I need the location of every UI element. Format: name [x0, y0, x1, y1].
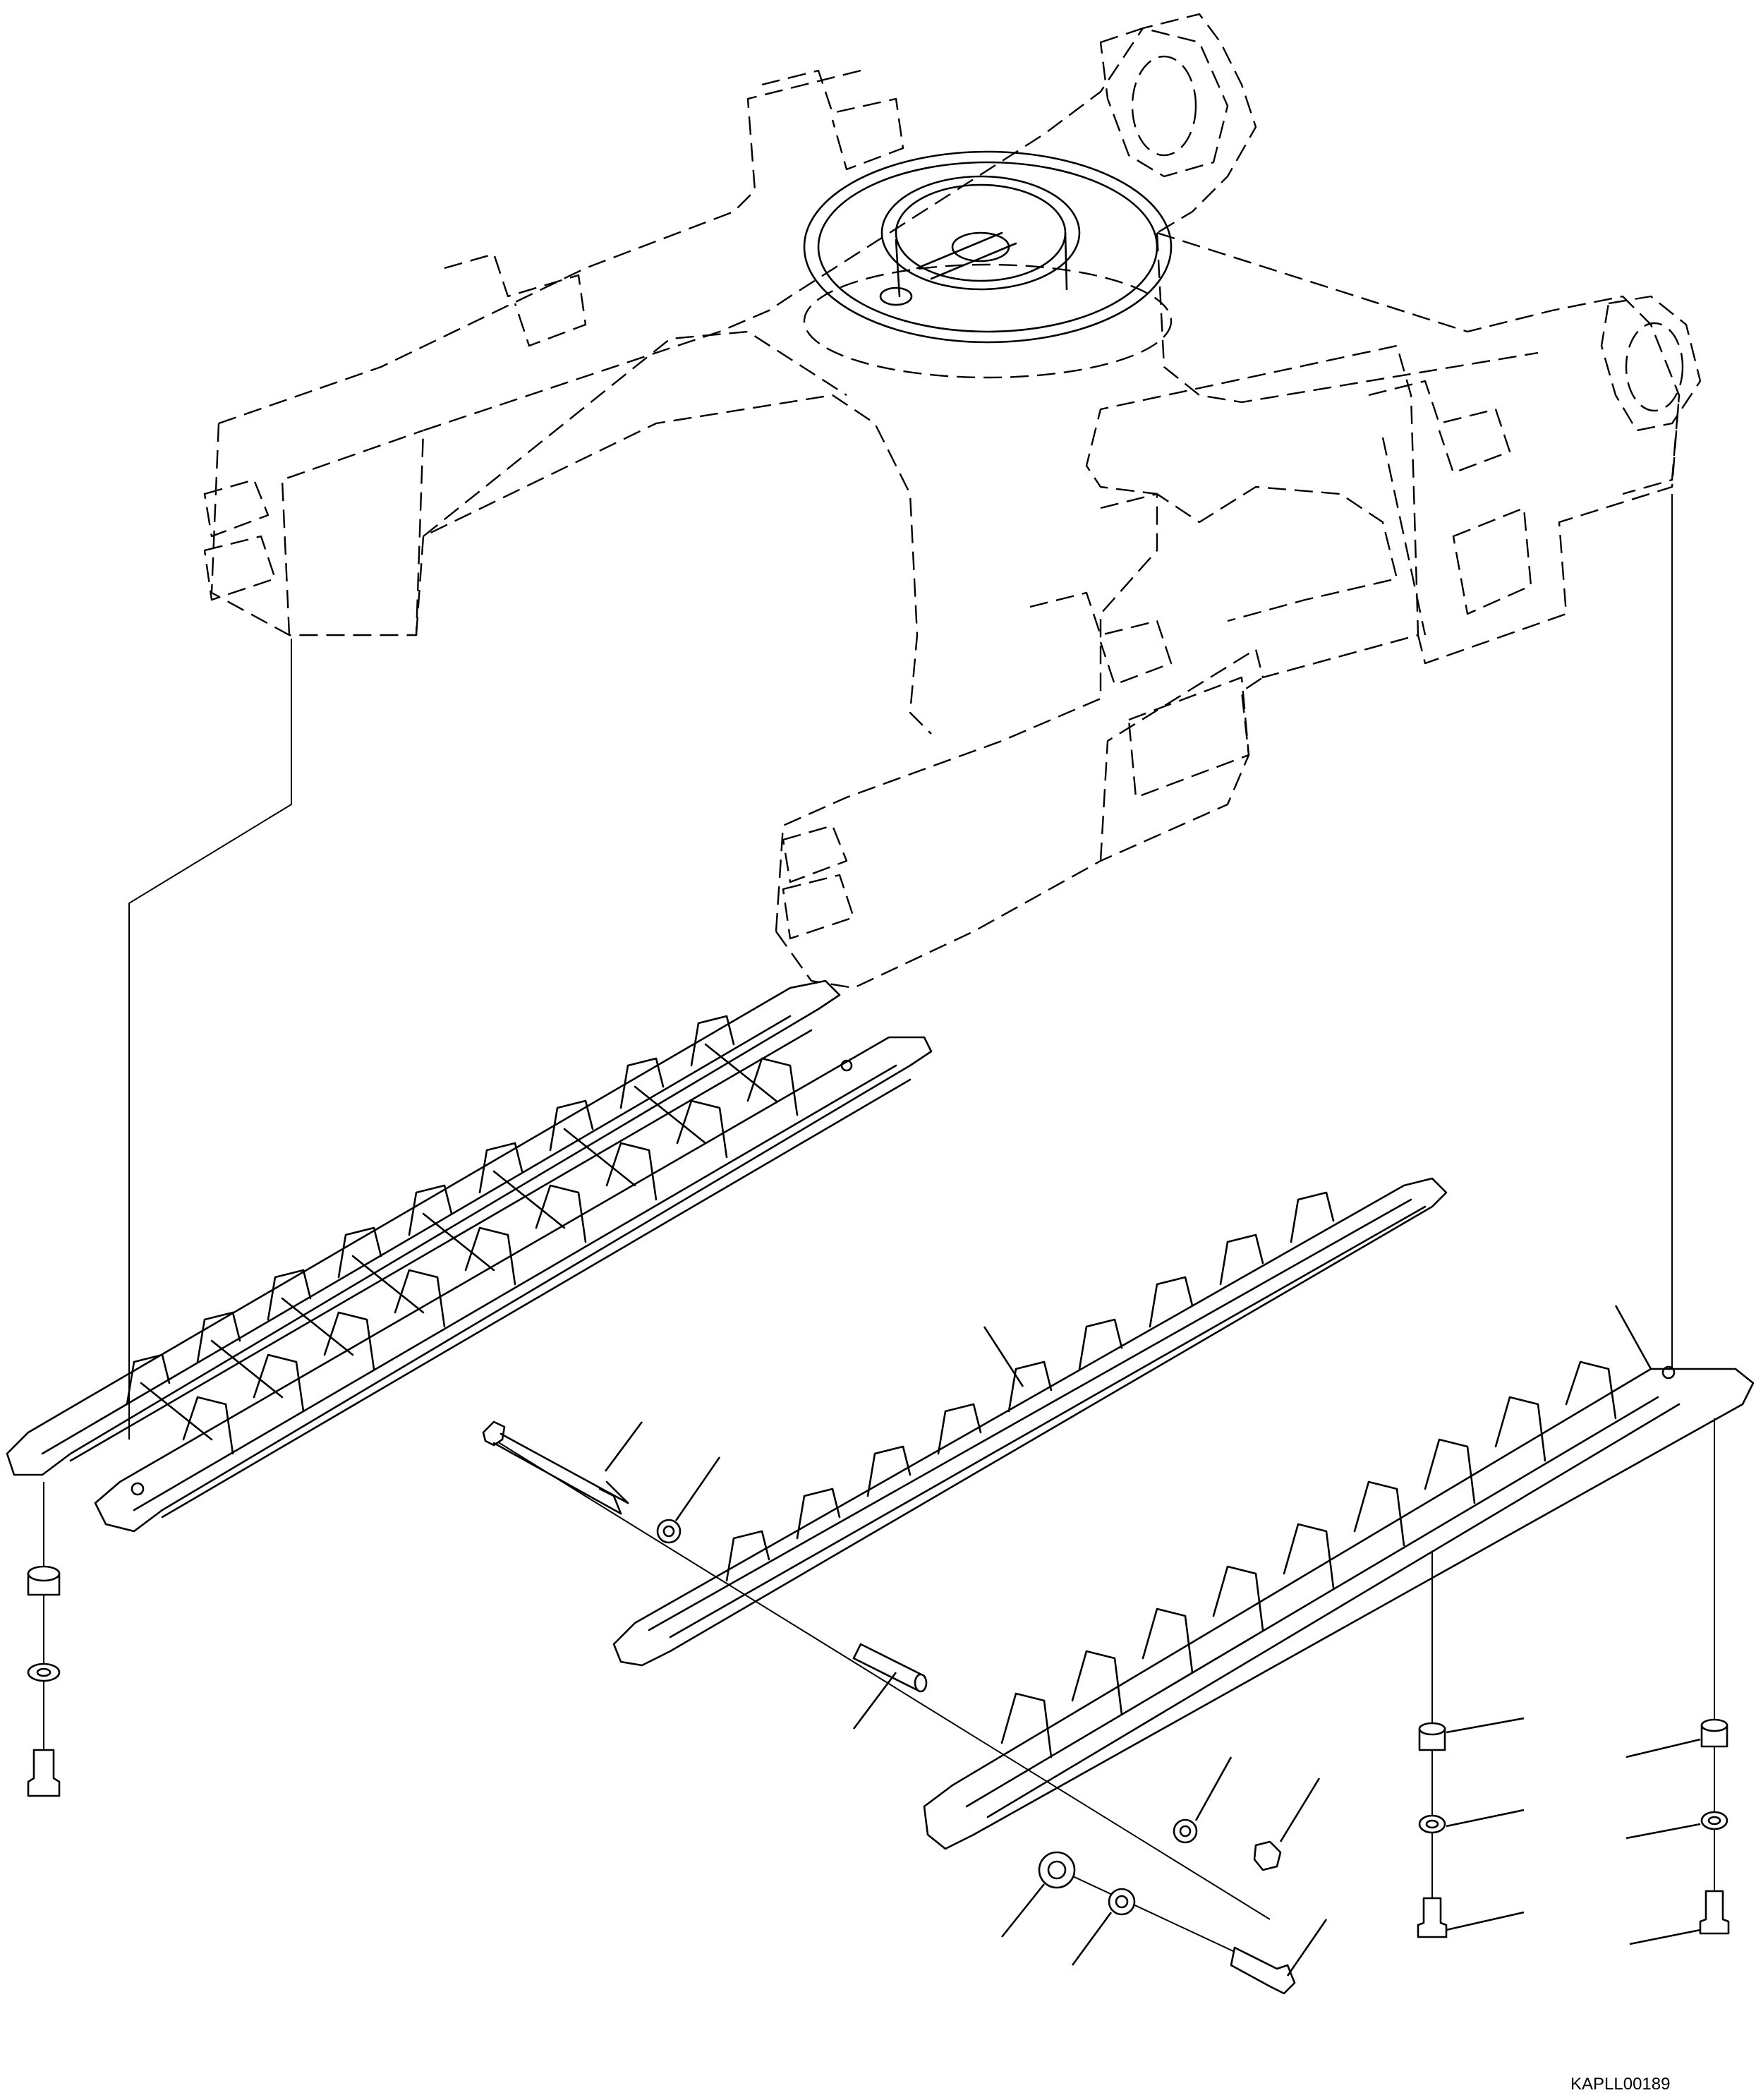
- alignment-lines: [43, 494, 1715, 1962]
- washer-nut: [1173, 1818, 1282, 1871]
- collar-bolt: [1038, 1851, 1296, 1995]
- right-stack-1: [1417, 1722, 1448, 1938]
- long-bolt: [482, 1420, 629, 1515]
- track-frame-phantom: [203, 13, 1702, 989]
- track-guard-right-center: [612, 1177, 1448, 1667]
- swing-circle: [803, 150, 1173, 379]
- washer-a: [656, 1519, 682, 1544]
- callout-leaders: [604, 1305, 1701, 1977]
- track-guard-right-outer: [923, 1360, 1755, 1850]
- left-stack: [27, 1565, 61, 1797]
- spacer-tube: [852, 1643, 928, 1693]
- track-guard-left-outer: [94, 1036, 933, 1533]
- track-guard-left-inner: [6, 979, 841, 1476]
- drawing-code-label: KAPLL00189: [1570, 2075, 1671, 2094]
- right-stack-2: [1699, 1718, 1730, 1935]
